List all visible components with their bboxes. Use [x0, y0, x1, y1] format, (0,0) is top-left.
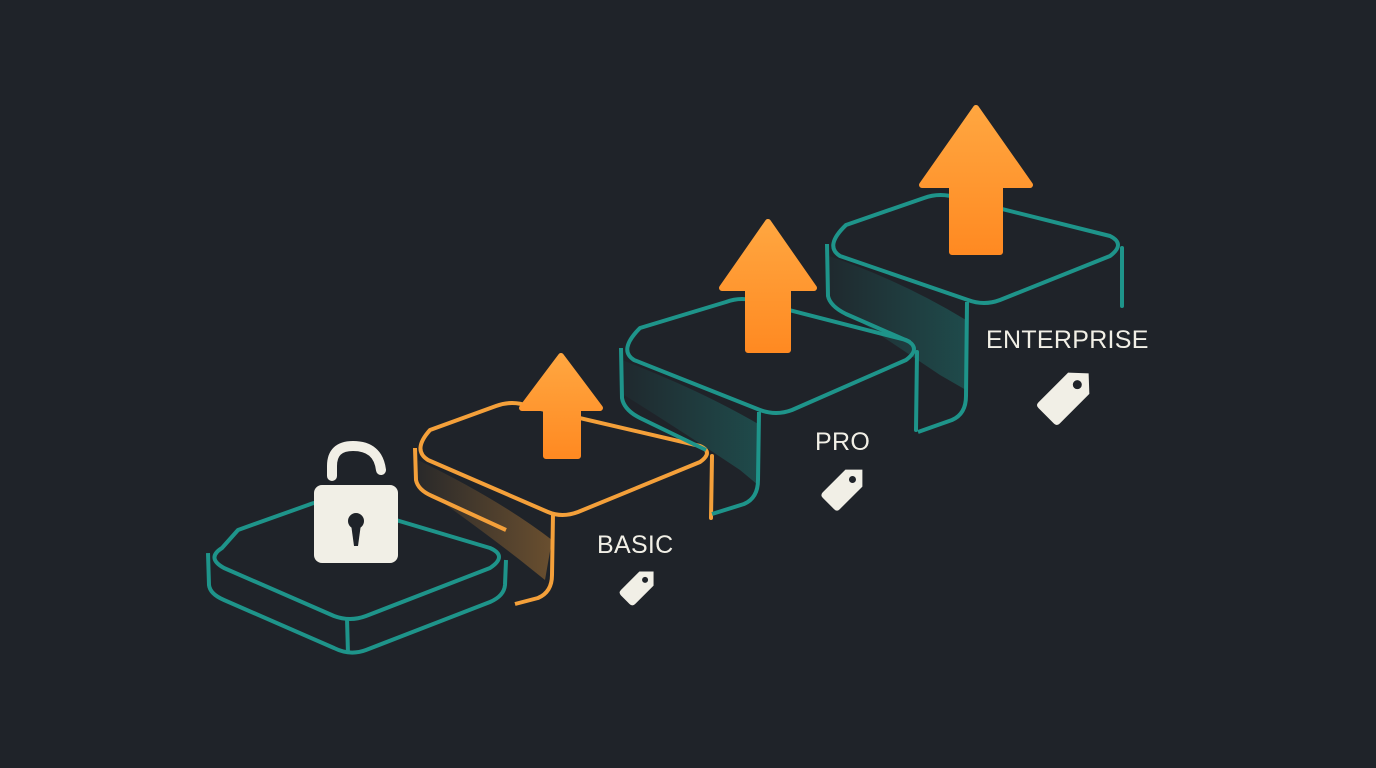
- up-arrow-icon: [919, 105, 1033, 255]
- step-basic-sides: [413, 447, 507, 532]
- step-enterprise-sides: [825, 243, 911, 344]
- step-pro-sides: [619, 347, 707, 452]
- step-basic-top: [418, 401, 709, 517]
- step-basic-right-edge: [709, 454, 714, 520]
- tier-label-enterprise: ENTERPRISE: [986, 326, 1149, 354]
- price-tag-icon: [619, 571, 654, 606]
- step-pro-right-edge: [914, 350, 919, 432]
- price-tag-icon: [1037, 372, 1090, 425]
- step-free-sides: [206, 552, 508, 655]
- step-basic: BASIC: [413, 353, 714, 606]
- up-arrow-icon: [519, 353, 603, 459]
- price-tag-icon: [821, 469, 863, 511]
- step-enterprise: ENTERPRISE: [825, 105, 1149, 434]
- step-basic-front-edge: [514, 513, 555, 606]
- step-pro: PRO: [619, 219, 919, 516]
- step-enterprise-front-edge: [917, 301, 969, 434]
- tier-label-basic: BASIC: [597, 531, 674, 559]
- step-pro-wall: [622, 360, 760, 485]
- step-enterprise-wall: [826, 255, 966, 390]
- step-enterprise-top: [831, 193, 1120, 305]
- unlocked-padlock-icon: [314, 440, 398, 563]
- step-pro-front-edge: [711, 411, 761, 516]
- up-arrow-icon: [719, 219, 817, 353]
- tier-label-pro: PRO: [815, 428, 870, 456]
- step-free: [206, 440, 508, 655]
